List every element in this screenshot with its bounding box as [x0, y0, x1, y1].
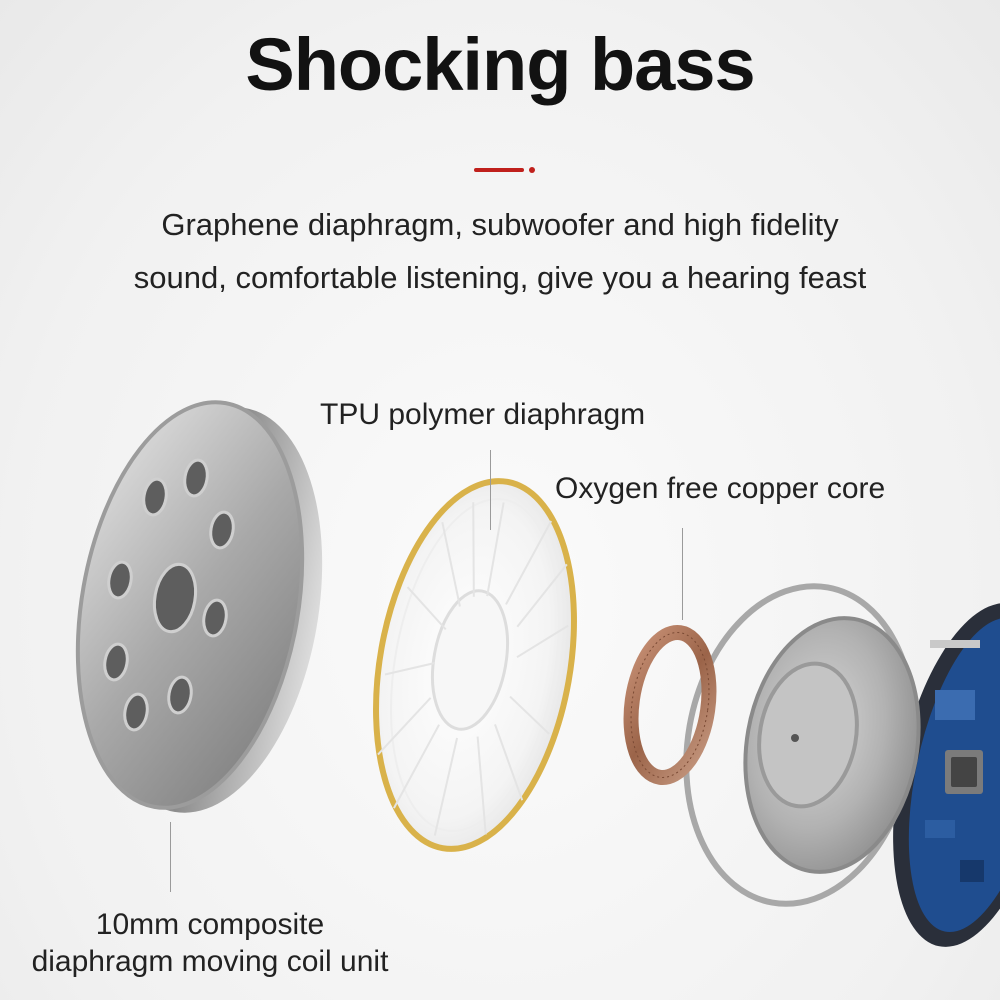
copper-coil — [623, 625, 717, 785]
description: Graphene diaphragm, subwoofer and high f… — [100, 198, 900, 304]
leader-line-copper — [682, 528, 683, 620]
callout-unit-line-2: diaphragm moving coil unit — [31, 945, 389, 978]
accent-dot — [529, 167, 535, 173]
tpu-diaphragm — [373, 478, 577, 852]
composite-diaphragm-plate — [75, 400, 323, 813]
leader-line-unit — [170, 822, 171, 892]
magnet-assembly — [683, 583, 921, 907]
description-line-2: sound, comfortable listening, give you a… — [133, 260, 867, 295]
description-line-1: Graphene diaphragm, subwoofer and high f… — [161, 207, 839, 242]
headline: Shocking bass — [245, 23, 755, 106]
callout-unit-line-1: 10mm composite — [95, 908, 325, 941]
circuit-board-housing — [893, 603, 1000, 947]
callout-tpu-diaphragm: TPU polymer diaphragm — [320, 398, 646, 431]
leader-line-tpu — [490, 450, 491, 530]
callout-moving-coil-unit: 10mm composite diaphragm moving coil uni… — [0, 906, 420, 980]
callout-copper-core: Oxygen free copper core — [555, 472, 886, 505]
accent-bar — [474, 168, 524, 172]
